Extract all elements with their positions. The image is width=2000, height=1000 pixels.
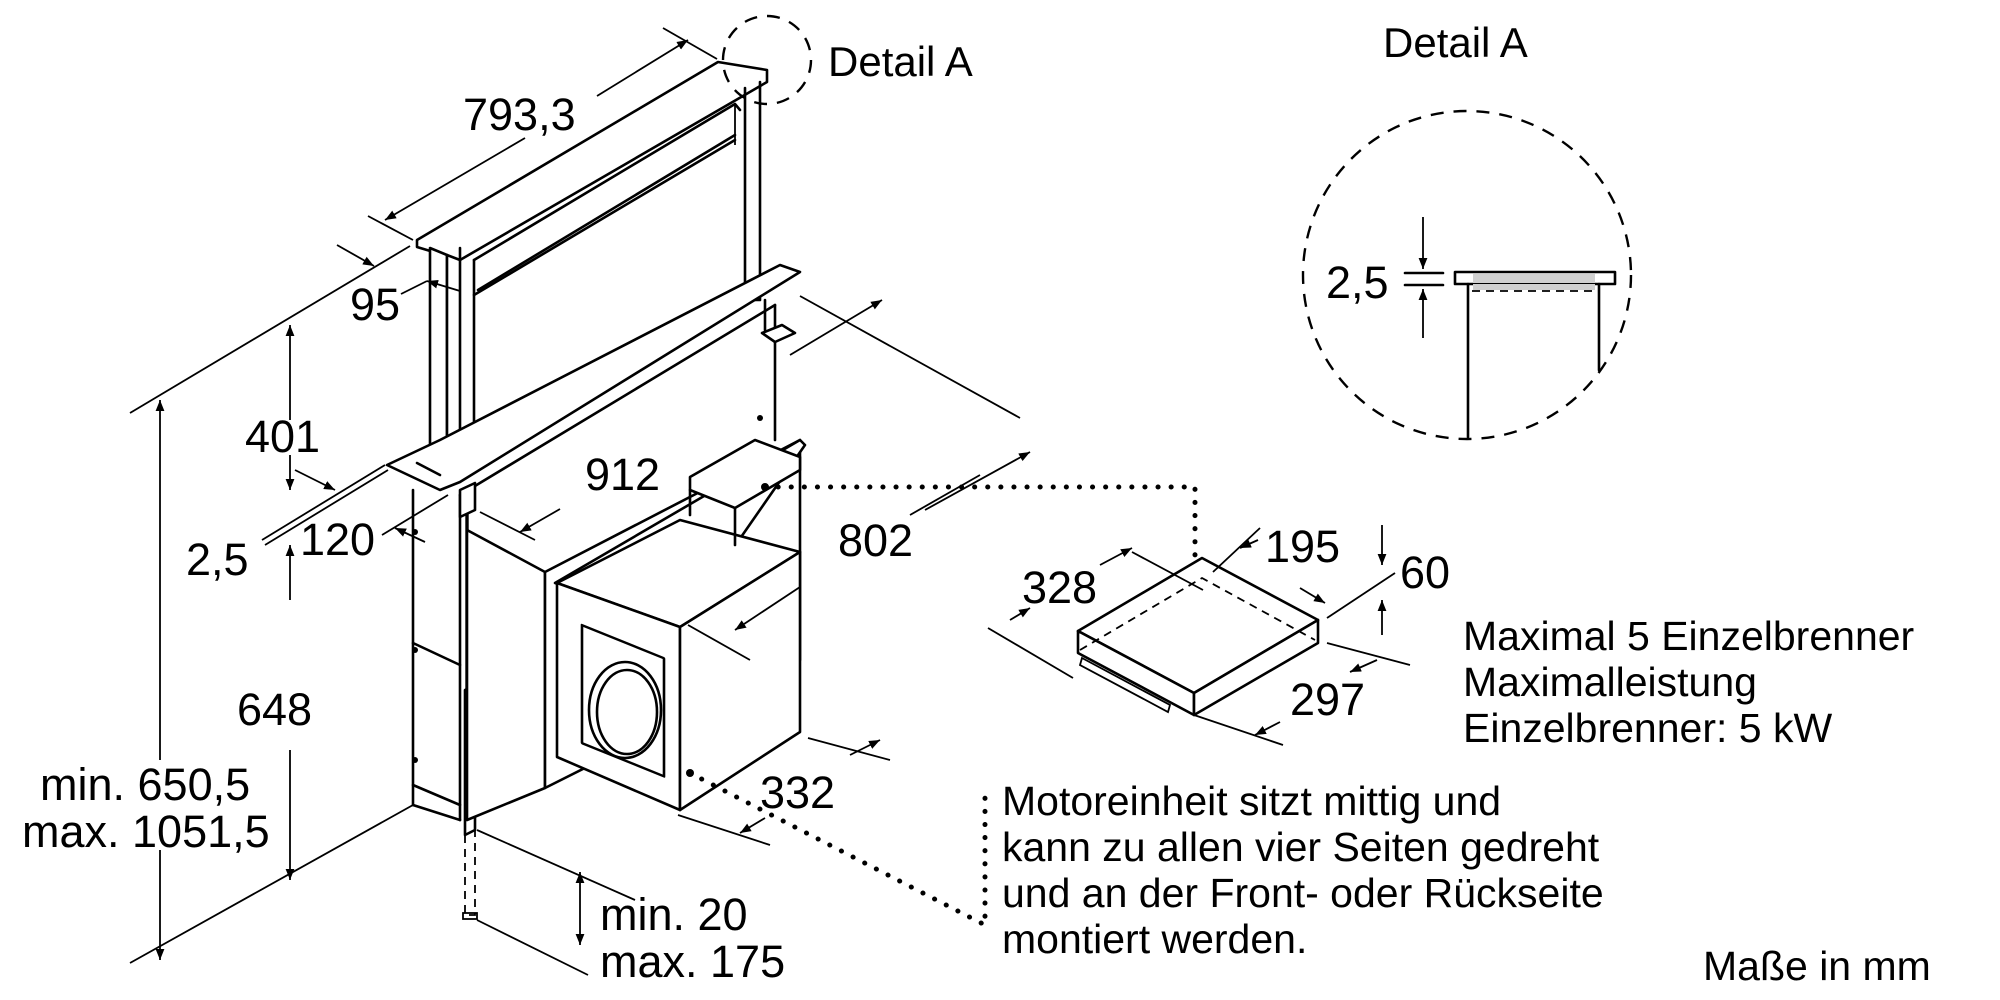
glass-pane-fill <box>1473 274 1595 283</box>
adapter-hidden-edges <box>1079 576 1316 651</box>
dim-height-min: min. 650,5 <box>40 759 250 810</box>
body-top-line <box>458 303 777 497</box>
glass-rail <box>472 138 737 297</box>
frame-inner <box>415 461 442 477</box>
units-note: Maße in mm <box>1703 943 1931 989</box>
note-burner-line-2: Maximalleistung <box>1463 659 1757 705</box>
note-motor-line-2: kann zu allen vier Seiten gedreht <box>1002 824 1600 870</box>
note-motor-line-1: Motoreinheit sitzt mittig und <box>1002 778 1501 824</box>
dim-depth-total: 802 <box>838 515 913 566</box>
dim-adapter-width: 195 <box>1265 521 1340 572</box>
glass-pane-shadow <box>1473 284 1595 290</box>
lower-panel <box>411 641 462 667</box>
dim-glass-thickness: 2,5 <box>186 534 249 585</box>
adapter-tab <box>1078 656 1172 714</box>
note-motor-line-4: montiert werden. <box>1002 916 1307 962</box>
dim-height-max: max. 1051,5 <box>22 806 270 857</box>
outlet-ring-inner <box>595 668 659 756</box>
dim-foot-min: min. 20 <box>600 889 748 940</box>
rail-foot <box>462 912 478 920</box>
detail-a-view <box>1301 109 1633 441</box>
body-bottom <box>411 803 462 822</box>
dimension-lines <box>129 27 1031 976</box>
top-cap <box>415 60 769 262</box>
downdraft-hood-drawing <box>385 60 807 920</box>
dim-panel-offset: 120 <box>300 514 375 565</box>
motor-housing-front <box>465 528 547 822</box>
duct-adapter-drawing <box>987 525 1411 746</box>
dim-body-width: 912 <box>585 449 660 500</box>
adapter-side <box>1192 618 1320 717</box>
dim-detail-thickness: 2,5 <box>1326 257 1389 308</box>
glass-rail-inner <box>476 133 737 292</box>
detail-a-callout-label: Detail A <box>828 38 973 85</box>
dim-height-extended: 401 <box>245 411 320 462</box>
frame-plate <box>385 263 802 492</box>
front-bracket <box>458 481 477 519</box>
dim-motor-depth: 332 <box>760 767 835 818</box>
detail-a-title: Detail A <box>1383 19 1528 66</box>
dim-depth-top: 95 <box>350 279 400 330</box>
motor-cube-side <box>678 550 802 812</box>
detail-a-circle <box>1301 109 1633 441</box>
rail-extension <box>464 830 476 916</box>
note-burner-line-3: Einzelbrenner: 5 kW <box>1463 705 1832 751</box>
note-burner-line-1: Maximal 5 Einzelbrenner <box>1463 613 1914 659</box>
rear-bracket <box>760 323 797 344</box>
dim-height-body: 648 <box>237 684 312 735</box>
lower-panel-2 <box>411 783 462 807</box>
dim-adapter-length: 328 <box>1022 562 1097 613</box>
rear-post <box>743 80 762 302</box>
dim-adapter-height: 60 <box>1400 547 1450 598</box>
dim-width-top: 793,3 <box>463 89 576 140</box>
note-motor-line-3: und an der Front- oder Rückseite <box>1002 870 1604 916</box>
outlet-flange <box>580 623 666 778</box>
dim-adapter-depth: 297 <box>1290 674 1365 725</box>
outlet-ring <box>587 660 663 760</box>
detail-a-callout-circle <box>721 14 813 106</box>
dim-foot-max: max. 175 <box>600 936 785 987</box>
